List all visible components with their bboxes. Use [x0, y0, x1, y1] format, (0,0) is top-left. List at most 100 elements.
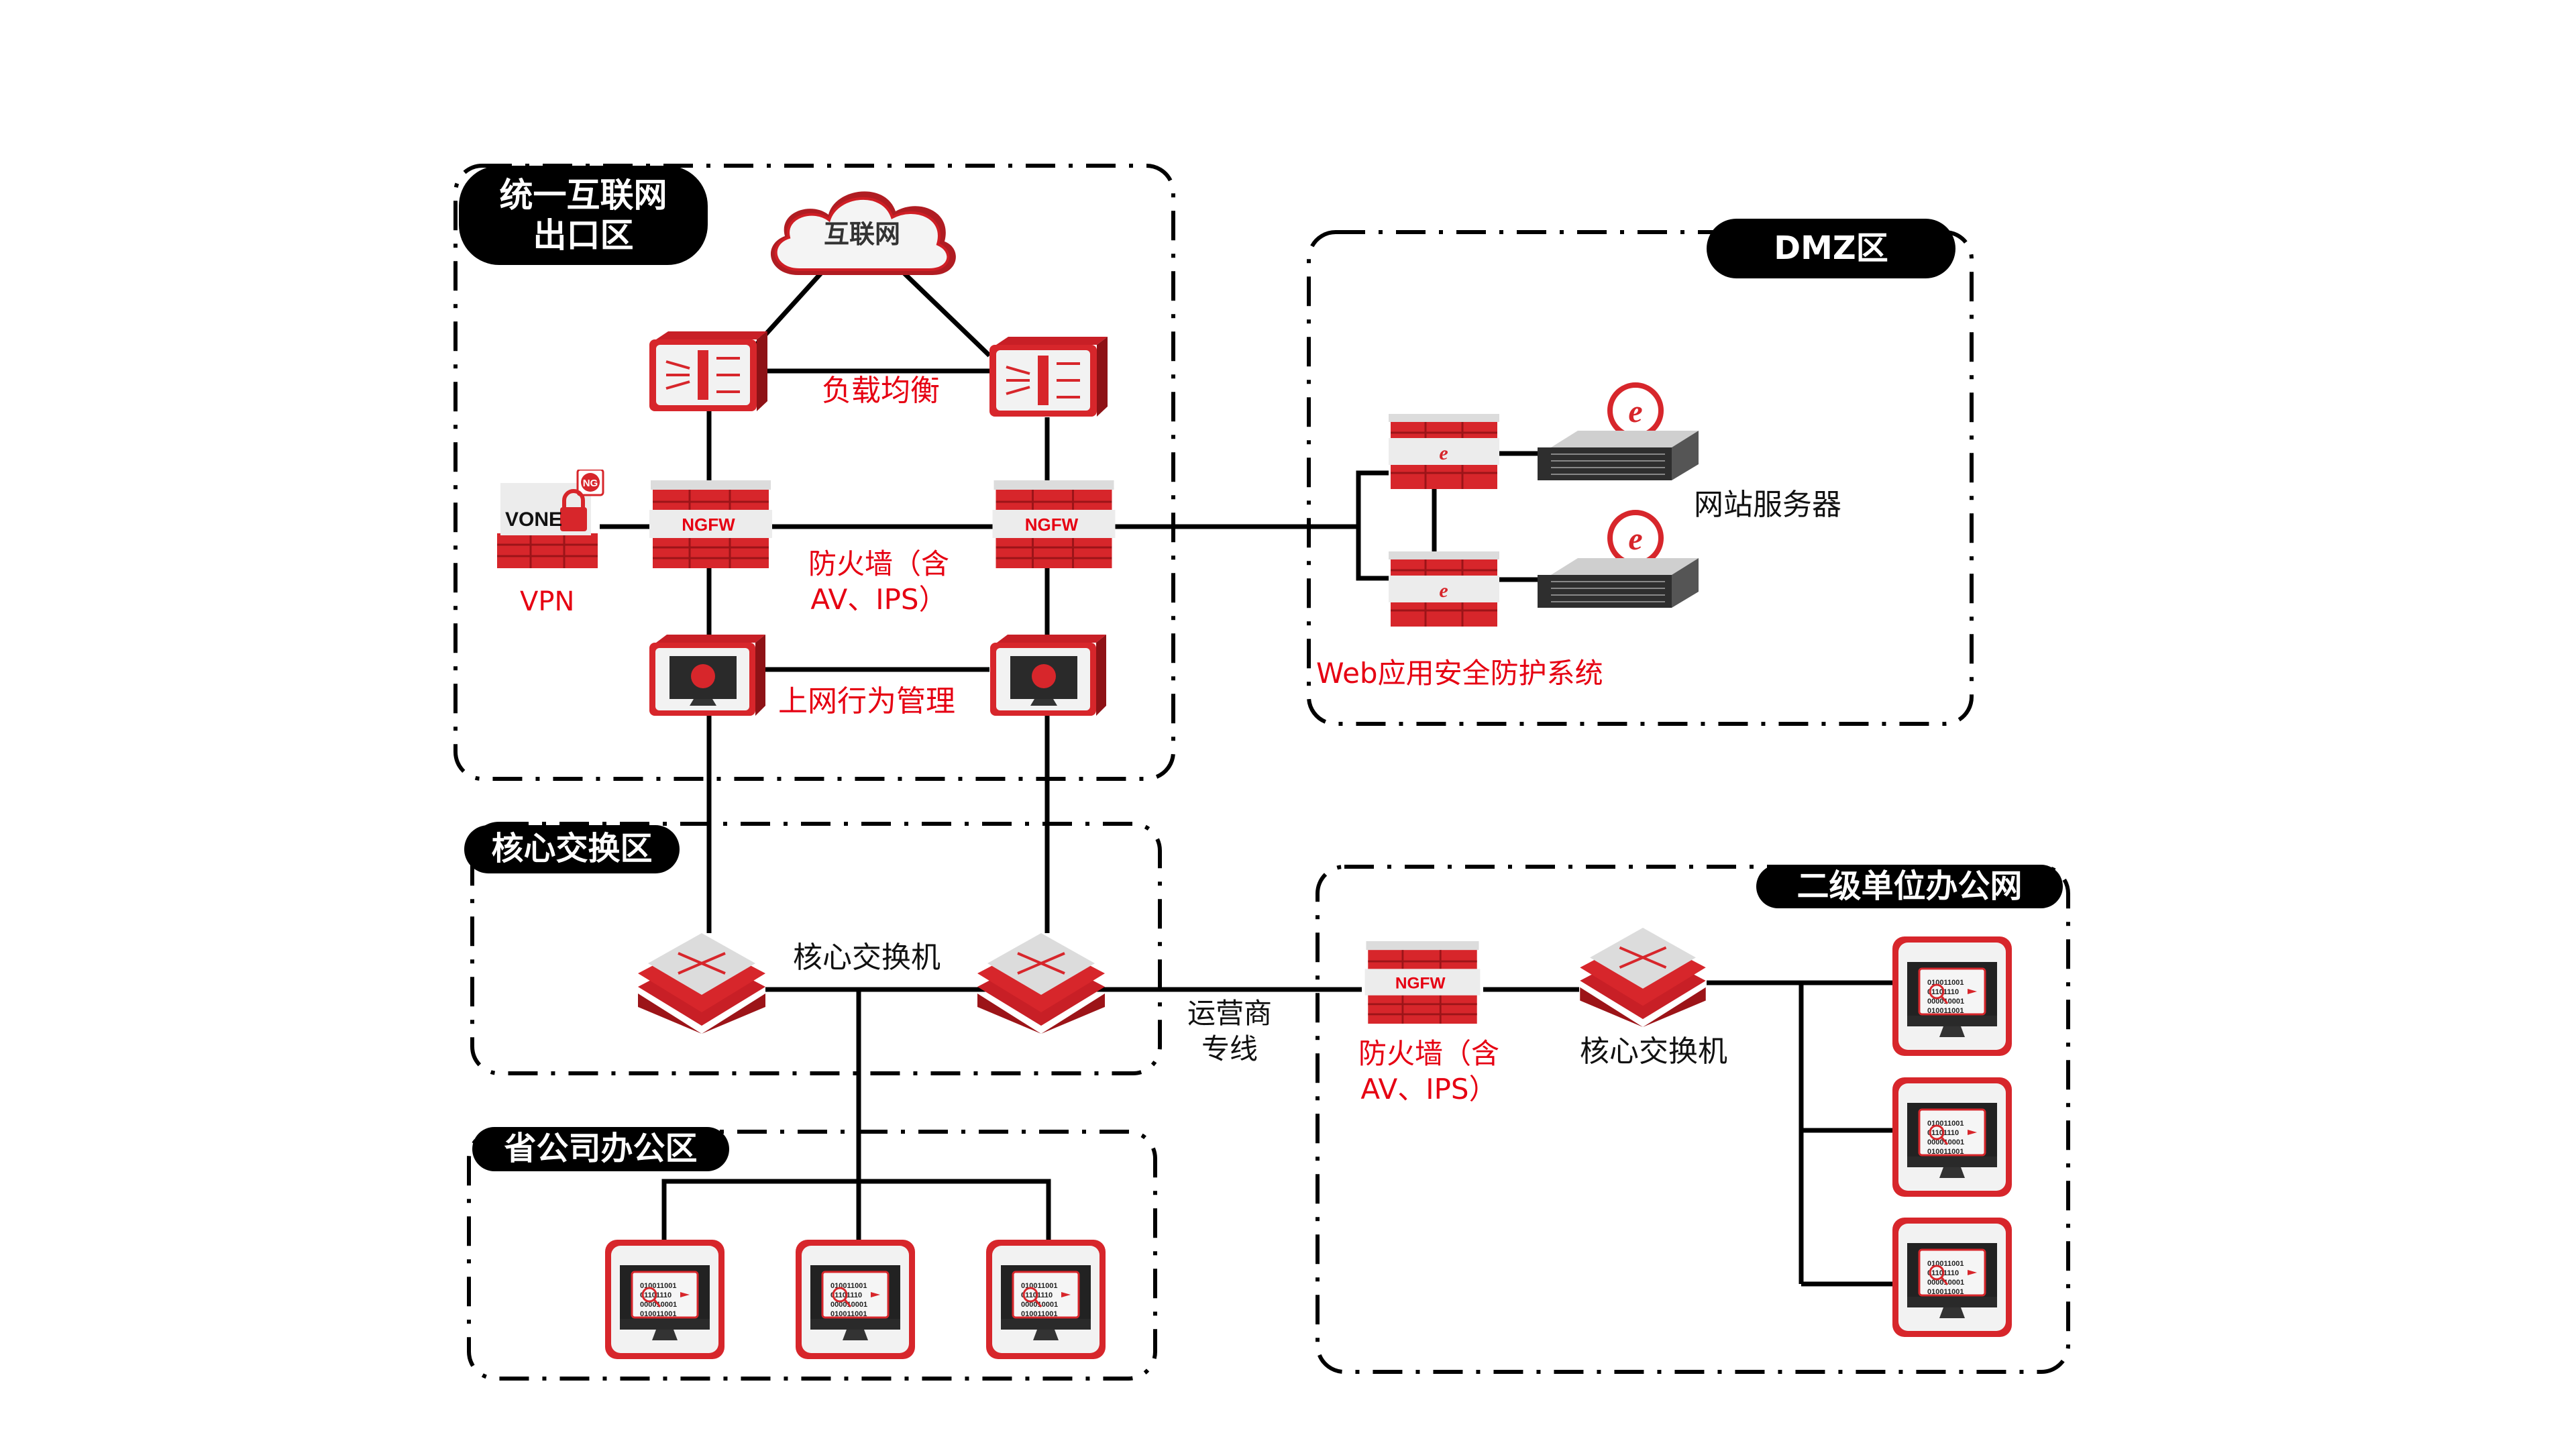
subsidiary-pc-3[interactable]: 01001100101101110000010001010011001	[1892, 1218, 2012, 1337]
zone-label-core: 核心交换区	[464, 825, 680, 873]
vpn-label: VPN	[520, 586, 575, 617]
zone-border	[467, 1130, 1157, 1381]
zone-border	[1316, 865, 2070, 1374]
svg-text:010011001: 010011001	[1927, 1007, 1964, 1015]
load-balancer-label: 负载均衡	[822, 374, 940, 408]
load-balancer-2[interactable]	[989, 336, 1108, 417]
firewall-brand-text: NGFW	[682, 515, 735, 535]
zone-label-text: 省公司办公区	[504, 1130, 698, 1168]
waf-firewall-icon: e	[1389, 414, 1499, 489]
svg-text:010011001: 010011001	[830, 1310, 867, 1318]
zone-border	[470, 822, 1162, 1075]
firewall-label-line1: 防火墙（含	[808, 547, 950, 580]
link-cloud-lb2	[894, 263, 991, 358]
zone-label-text: 核心交换区	[491, 830, 653, 868]
province-pc-2[interactable]: 01001100101101110000010001010011001	[796, 1240, 915, 1359]
svg-text:010011001: 010011001	[1021, 1310, 1057, 1318]
carrier-line-label-line2: 专线	[1201, 1032, 1258, 1065]
load-balancer-icon	[649, 331, 767, 411]
switch-icon	[977, 933, 1105, 1034]
behavior-mgmt-2[interactable]	[989, 635, 1107, 716]
firewall-label: 防火墙（含 AV、IPS）	[808, 547, 949, 617]
svg-text:010011001: 010011001	[1927, 1148, 1964, 1156]
zone-border	[1307, 230, 1974, 726]
province-pc-3[interactable]: 01001100101101110000010001010011001	[986, 1240, 1106, 1359]
zone-label-line2: 出口区	[533, 216, 634, 255]
monitor-gateway-icon	[990, 635, 1106, 716]
waf-1[interactable]: e	[1389, 414, 1499, 489]
zone-label-internet-exit: 统一互联网 出口区	[459, 166, 708, 265]
load-balancer-icon	[989, 337, 1108, 417]
firewall-2[interactable]: NGFW	[991, 480, 1117, 568]
sub-firewall-label-line2: AV、IPS）	[1360, 1072, 1497, 1106]
behavior-mgmt-1[interactable]	[649, 635, 765, 716]
load-balancer-1[interactable]	[649, 331, 767, 411]
firewall-brand-text: NGFW	[1025, 515, 1079, 535]
subsidiary-pc-1[interactable]: 01001100101101110000010001010011001	[1892, 936, 2012, 1056]
zone-label-subsidiary-office: 二级单位办公网	[1756, 865, 2063, 908]
link-province-bus	[661, 1179, 1051, 1240]
pc-terminal-icon: 01001100101101110000010001010011001	[1892, 936, 2012, 1056]
core-switch-2[interactable]	[977, 933, 1105, 1034]
firewall-1[interactable]: NGFW	[649, 480, 772, 568]
sub-core-switch-label: 核心交换机	[1580, 1034, 1727, 1069]
zone-internet-exit	[453, 164, 1175, 781]
zone-label-dmz: DMZ区	[1707, 219, 1955, 278]
zone-label-line1: 统一互联网	[499, 176, 667, 215]
svg-text:010011001: 010011001	[640, 1310, 676, 1318]
ie-icon: e	[1628, 394, 1642, 429]
zone-province-office	[467, 1130, 1157, 1381]
svg-text:e: e	[1439, 442, 1448, 464]
web-server-2[interactable]: e	[1538, 508, 1699, 608]
rack-server-icon: e	[1538, 382, 1699, 480]
zone-subsidiary-office	[1316, 865, 2070, 1374]
sub-core-switch[interactable]	[1579, 928, 1707, 1027]
cloud-label: 互联网	[823, 219, 900, 249]
ie-icon: e	[1628, 521, 1642, 557]
pc-terminal-icon: 01001100101101110000010001010011001	[986, 1240, 1106, 1359]
zone-label-province-office: 省公司办公区	[472, 1127, 729, 1171]
firewall-label-line2: AV、IPS）	[810, 582, 947, 616]
sub-firewall[interactable]: NGFW	[1362, 941, 1483, 1024]
firewall-icon: NGFW	[992, 480, 1116, 568]
waf-firewall-icon: e	[1389, 551, 1499, 627]
sub-firewall-label-line1: 防火墙（含	[1358, 1037, 1500, 1070]
core-switch-label: 核心交换机	[793, 941, 941, 975]
web-servers-label: 网站服务器	[1694, 488, 1841, 522]
switch-icon	[638, 933, 765, 1034]
sub-firewall-label: 防火墙（含 AV、IPS）	[1358, 1036, 1499, 1107]
behavior-mgmt-label: 上网行为管理	[778, 684, 955, 718]
cloud-icon	[770, 191, 956, 275]
switch-icon	[1580, 928, 1706, 1027]
link-dmz-branch	[1356, 470, 1389, 581]
province-pc-1[interactable]: 01001100101101110000010001010011001	[605, 1240, 724, 1359]
carrier-line-label: 运营商 专线	[1187, 996, 1272, 1067]
internet-cloud[interactable]: 互联网	[758, 181, 966, 282]
waf-2[interactable]: e	[1389, 551, 1499, 627]
waf-label: Web应用安全防护系统	[1316, 657, 1603, 690]
firewall-icon: NGFW	[1364, 941, 1481, 1024]
svg-text:010011001: 010011001	[1927, 1288, 1964, 1296]
web-server-1[interactable]: e	[1538, 380, 1699, 480]
pc-terminal-icon: 01001100101101110000010001010011001	[605, 1240, 724, 1359]
carrier-line-label-line1: 运营商	[1187, 997, 1273, 1030]
vpn-brand-text: VONE	[505, 508, 562, 531]
vpn-badge-text: NG	[583, 478, 598, 489]
pc-terminal-icon: 01001100101101110000010001010011001	[1892, 1218, 2012, 1337]
zone-label-text: DMZ区	[1774, 229, 1888, 267]
core-switch-1[interactable]	[638, 933, 765, 1034]
zone-border	[453, 164, 1175, 781]
zone-label-text: 二级单位办公网	[1796, 867, 2023, 905]
subsidiary-pc-2[interactable]: 01001100101101110000010001010011001	[1892, 1077, 2012, 1197]
zone-dmz	[1307, 230, 1974, 726]
zone-core	[470, 822, 1162, 1075]
firewall-icon: NGFW	[649, 480, 772, 568]
pc-terminal-icon: 01001100101101110000010001010011001	[796, 1240, 915, 1359]
svg-text:e: e	[1439, 580, 1448, 602]
vpn-device[interactable]: NG VONE	[497, 470, 604, 568]
pc-terminal-icon: 01001100101101110000010001010011001	[1892, 1077, 2012, 1197]
vpn-lock-icon: NG VONE	[497, 470, 604, 568]
firewall-brand-text: NGFW	[1395, 974, 1446, 992]
rack-server-icon: e	[1538, 510, 1699, 608]
